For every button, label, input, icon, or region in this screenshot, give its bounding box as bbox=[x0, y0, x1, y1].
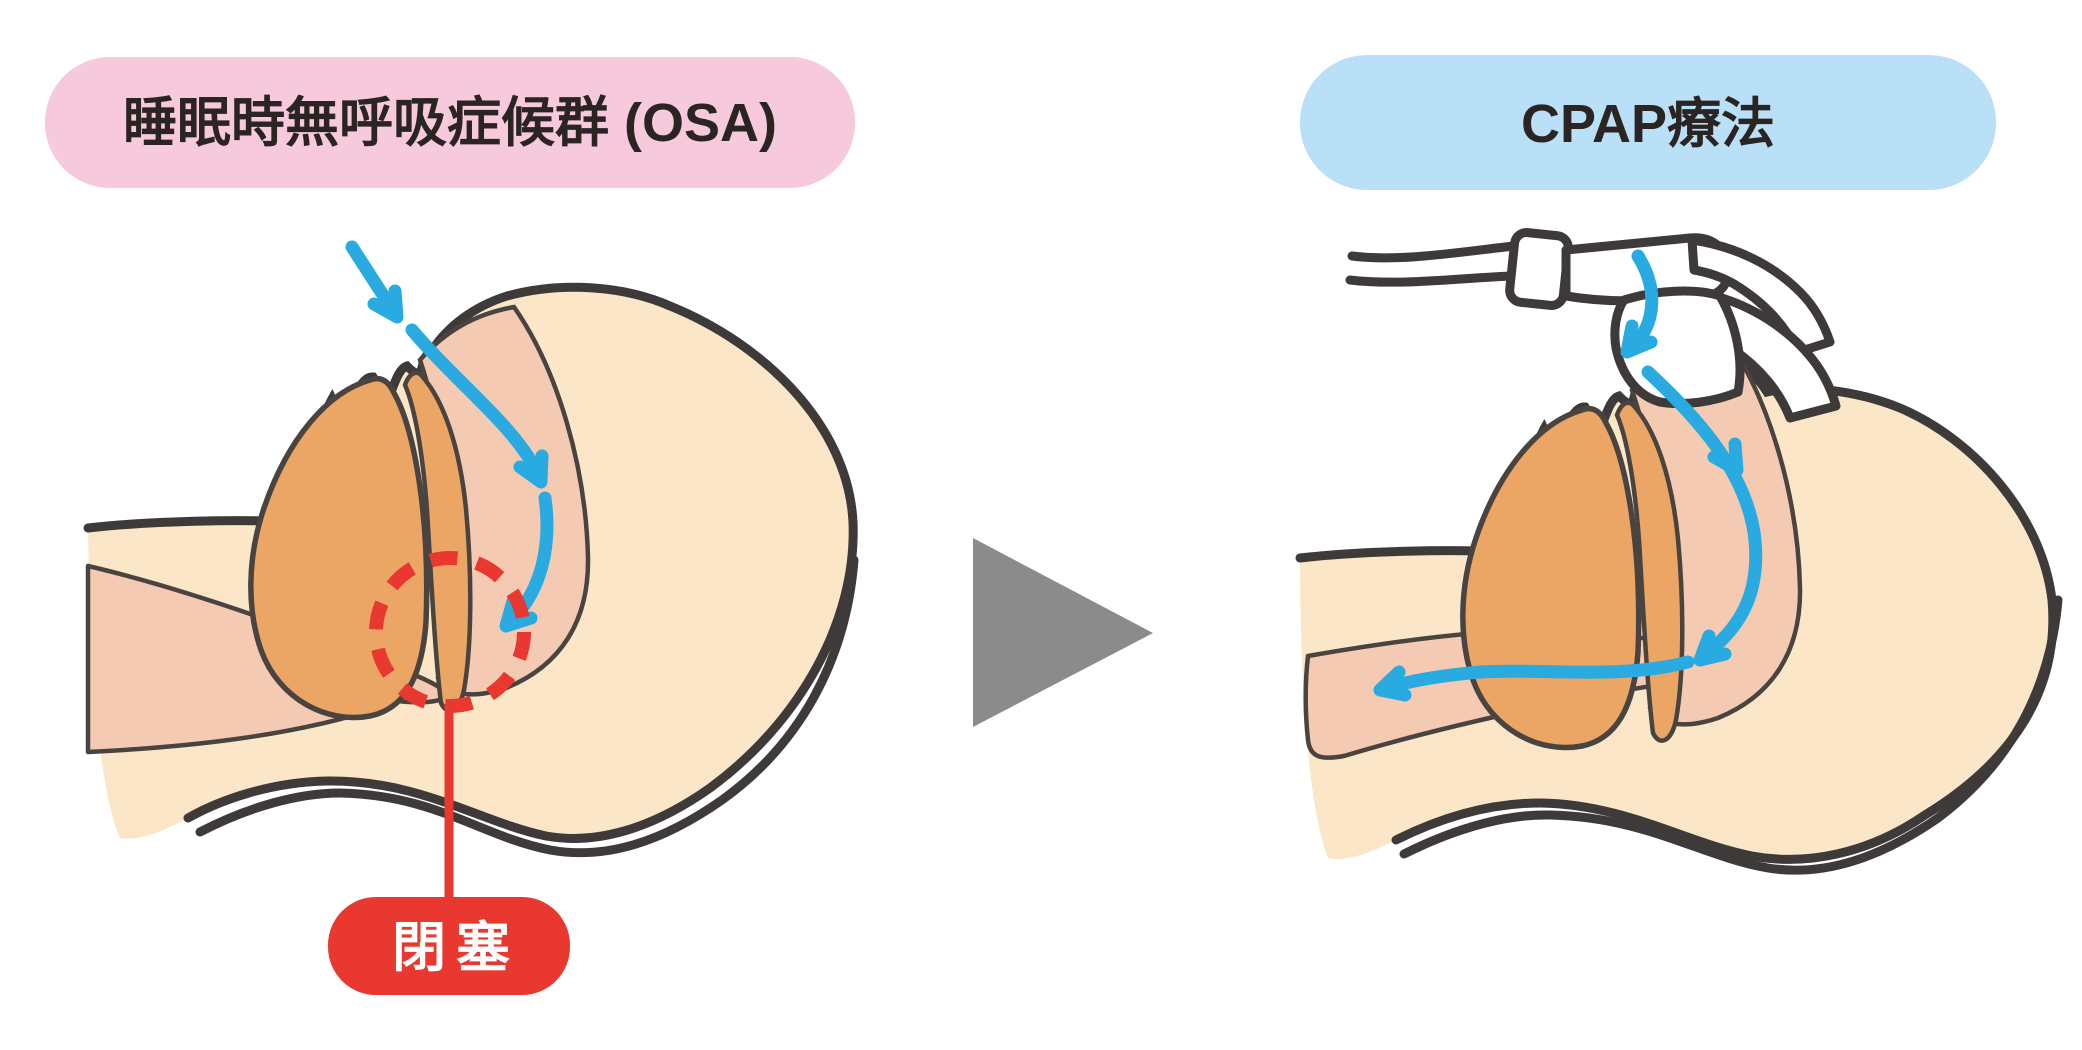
cpap-title-pill: CPAP療法 bbox=[1300, 55, 1996, 190]
cpap-head-diagram bbox=[1295, 228, 2063, 875]
jaw-shadow-line bbox=[195, 555, 859, 858]
obstruction-badge bbox=[328, 897, 570, 995]
cpap-title: CPAP療法 bbox=[1521, 94, 1775, 154]
headgear-strap-upper bbox=[1687, 235, 1835, 357]
soft-palate bbox=[402, 370, 473, 713]
headgear-strap-lower bbox=[1717, 293, 1841, 423]
osa-head-diagram: 閉塞 bbox=[83, 240, 859, 995]
obstruction-label: 閉塞 bbox=[392, 918, 520, 978]
hose-connector bbox=[1505, 228, 1573, 310]
tongue bbox=[248, 375, 430, 721]
jaw-shadow-line bbox=[1399, 595, 2063, 875]
cpap-hose-icon bbox=[1345, 271, 1517, 287]
mouth-anatomy bbox=[248, 304, 591, 721]
transition-arrow-icon bbox=[973, 538, 1153, 727]
osa-title-pill: 睡眠時無呼吸症候群 (OSA) bbox=[45, 57, 855, 188]
cpap-hose-icon bbox=[1347, 241, 1519, 263]
osa-title: 睡眠時無呼吸症候群 (OSA) bbox=[123, 93, 777, 153]
airflow-arrow-icon bbox=[1373, 249, 1763, 702]
